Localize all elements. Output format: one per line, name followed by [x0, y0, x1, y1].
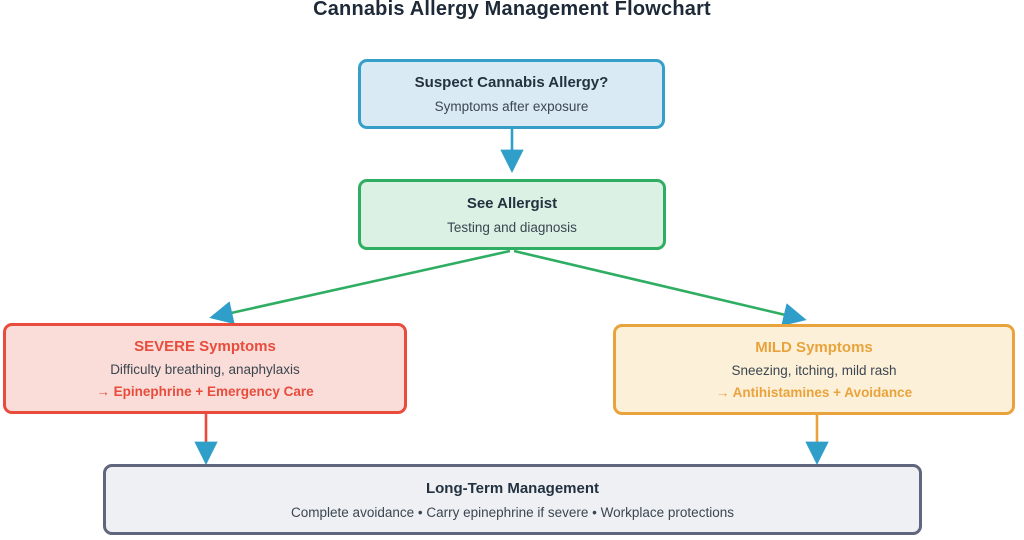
node-title: See Allergist — [466, 194, 558, 212]
node-see-allergist: See Allergist Testing and diagnosis — [358, 179, 666, 250]
node-severe-symptoms: SEVERE Symptoms Difficulty breathing, an… — [3, 323, 407, 414]
edge-allergist-to-severe — [209, 249, 511, 325]
edge-allergist-to-mild — [513, 249, 807, 327]
node-mild-symptoms: MILD Symptoms Sneezing, itching, mild ra… — [613, 324, 1015, 415]
node-title: Long-Term Management — [425, 479, 600, 497]
node-title: SEVERE Symptoms — [134, 338, 276, 355]
node-long-term-management: Long-Term Management Complete avoidance … — [103, 464, 922, 535]
node-subtitle: Symptoms after exposure — [434, 99, 589, 114]
node-action: → Antihistamines + Avoidance — [715, 385, 913, 400]
node-subtitle: Difficulty breathing, anaphylaxis — [110, 362, 300, 377]
node-subtitle: Testing and diagnosis — [447, 219, 577, 235]
node-subtitle: Complete avoidance • Carry epinephrine i… — [291, 504, 734, 520]
node-suspect-cannabis-allergy: Suspect Cannabis Allergy? Symptoms after… — [358, 59, 665, 129]
node-subtitle: Sneezing, itching, mild rash — [731, 363, 897, 378]
page-title: Cannabis Allergy Management Flowchart — [313, 0, 711, 20]
node-title: Suspect Cannabis Allergy? — [414, 74, 609, 91]
node-title: MILD Symptoms — [755, 339, 873, 356]
node-action: → Epinephrine + Emergency Care — [96, 384, 314, 399]
